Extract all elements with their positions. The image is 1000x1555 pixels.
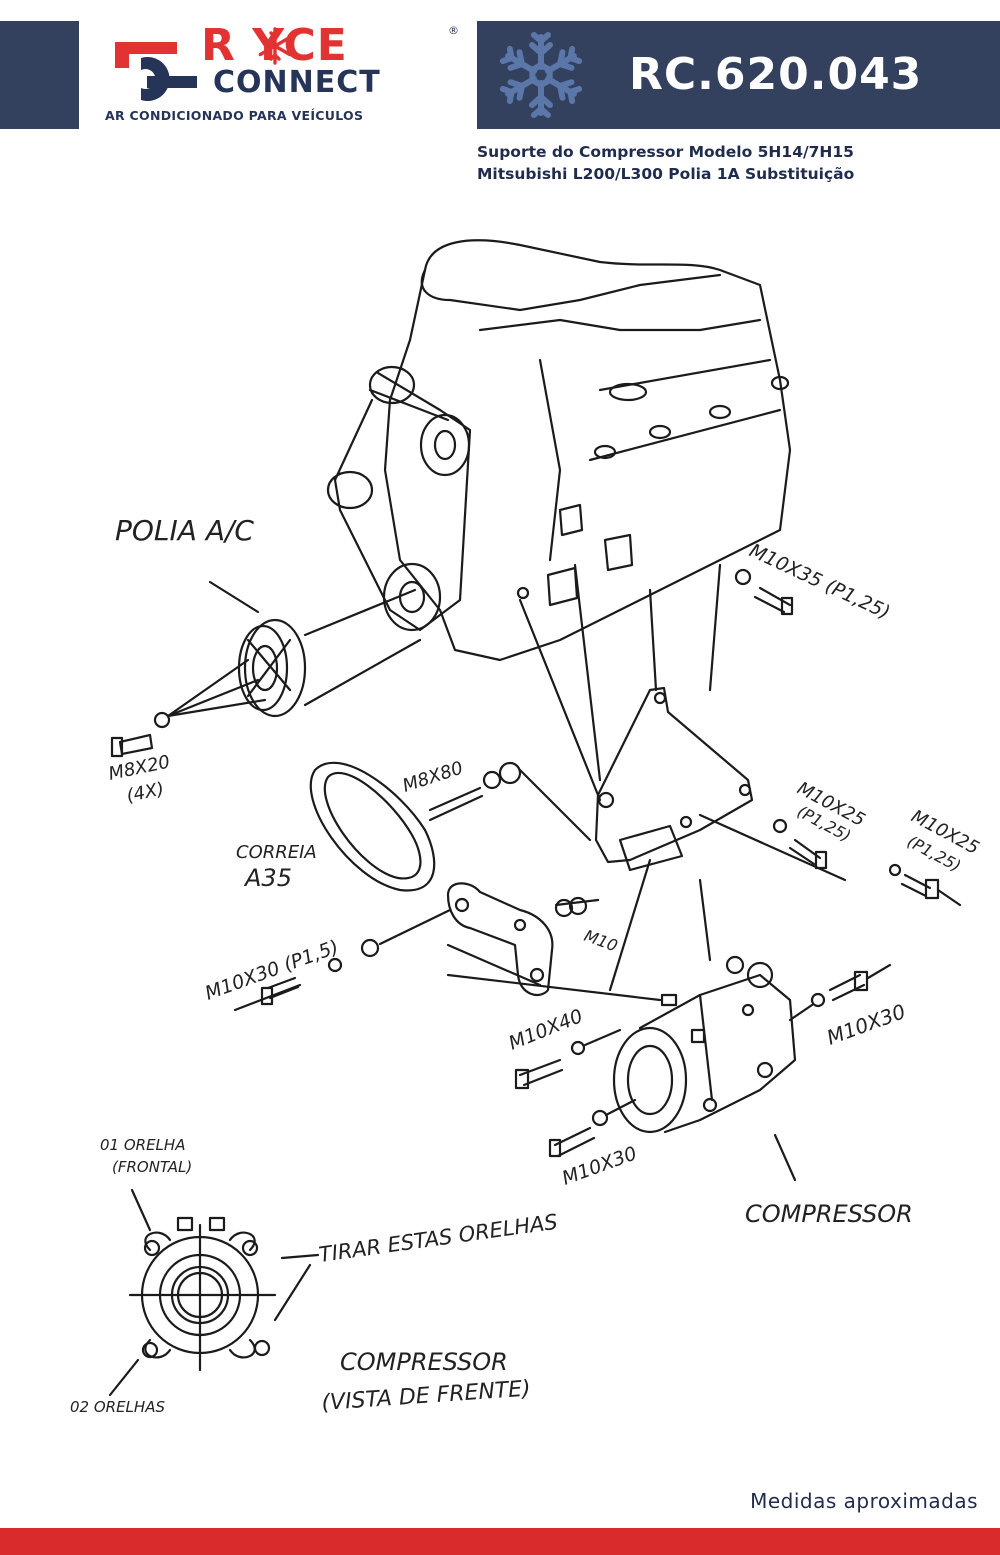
bolt-m10x35 [734, 568, 794, 616]
label-belt-size: A35 [243, 864, 292, 892]
label-m10x40: M10X40 [506, 1005, 586, 1055]
footer-note: Medidas aproximadas [750, 1489, 978, 1513]
ac-pulley [166, 580, 422, 718]
bolt-m8x80 [428, 761, 592, 842]
label-one-ear: 01 ORELHA [100, 1136, 185, 1154]
brand-logo: R YCE ® CONNECT AR CONDICIONADO PARA VEÍ… [103, 20, 463, 128]
bolt-m8x20 [110, 711, 171, 758]
logo-snowflake-icon [258, 27, 292, 65]
bolt-m10x25-b [888, 863, 962, 907]
compressor-support-arm [446, 882, 662, 1002]
logo-mark-icon [115, 42, 197, 102]
label-belt: CORREIA [236, 842, 317, 863]
compressor-body [608, 858, 797, 1134]
label-two-ears: 02 ORELHAS [70, 1398, 165, 1416]
bolt-m10x30-right [788, 963, 892, 1022]
brand-tagline: AR CONDICIONADO PARA VEÍCULOS [105, 108, 364, 123]
bolt-m10x25-a [698, 813, 847, 882]
product-code: RC.620.043 [629, 49, 923, 100]
bolt-m10x30-bottom [548, 1098, 637, 1158]
compressor-front-view [108, 1188, 320, 1397]
label-compressor-front: COMPRESSOR [340, 1348, 508, 1376]
label-pulley: POLIA A/C [115, 514, 254, 547]
label-front-view: (VISTA DE FRENTE) [321, 1376, 532, 1416]
description-line-1: Suporte do Compressor Modelo 5H14/7H15 [477, 143, 854, 161]
product-description: Suporte do Compressor Modelo 5H14/7H15 M… [477, 141, 854, 185]
label-m10x30-right: M10X30 [824, 999, 909, 1050]
footer-red-bar [0, 1528, 1000, 1555]
label-m10-nut: M10 [582, 926, 621, 956]
label-remove-ears: TIRAR ESTAS ORELHAS [317, 1210, 559, 1267]
logo-connect-text: CONNECT [213, 65, 381, 100]
label-front: (FRONTAL) [112, 1158, 192, 1176]
drive-belt [309, 761, 436, 892]
compressor-bracket [518, 563, 754, 872]
label-m8x20-qty: (4X) [125, 778, 166, 806]
registered-mark: ® [448, 24, 459, 37]
description-line-2: Mitsubishi L200/L300 Polia 1A Substituiç… [477, 165, 855, 183]
label-m8x80: M8X80 [400, 758, 466, 797]
label-compressor: COMPRESSOR [745, 1200, 913, 1228]
diagram-labels: POLIA A/C M8X20 (4X) M8X80 CORREIA A35 M… [70, 514, 983, 1416]
product-code-panel: RC.620.043 [477, 21, 1000, 129]
engine-block [326, 239, 792, 662]
assembly-diagram: POLIA A/C M8X20 (4X) M8X80 CORREIA A35 M… [70, 239, 983, 1416]
label-m10x35: M10X35 (P1,25) [746, 540, 893, 624]
bolt-m10x40 [514, 1028, 622, 1090]
snowflake-icon [497, 32, 585, 119]
header-left-block [0, 21, 79, 129]
bolt-m10x30-p15 [233, 908, 452, 1012]
